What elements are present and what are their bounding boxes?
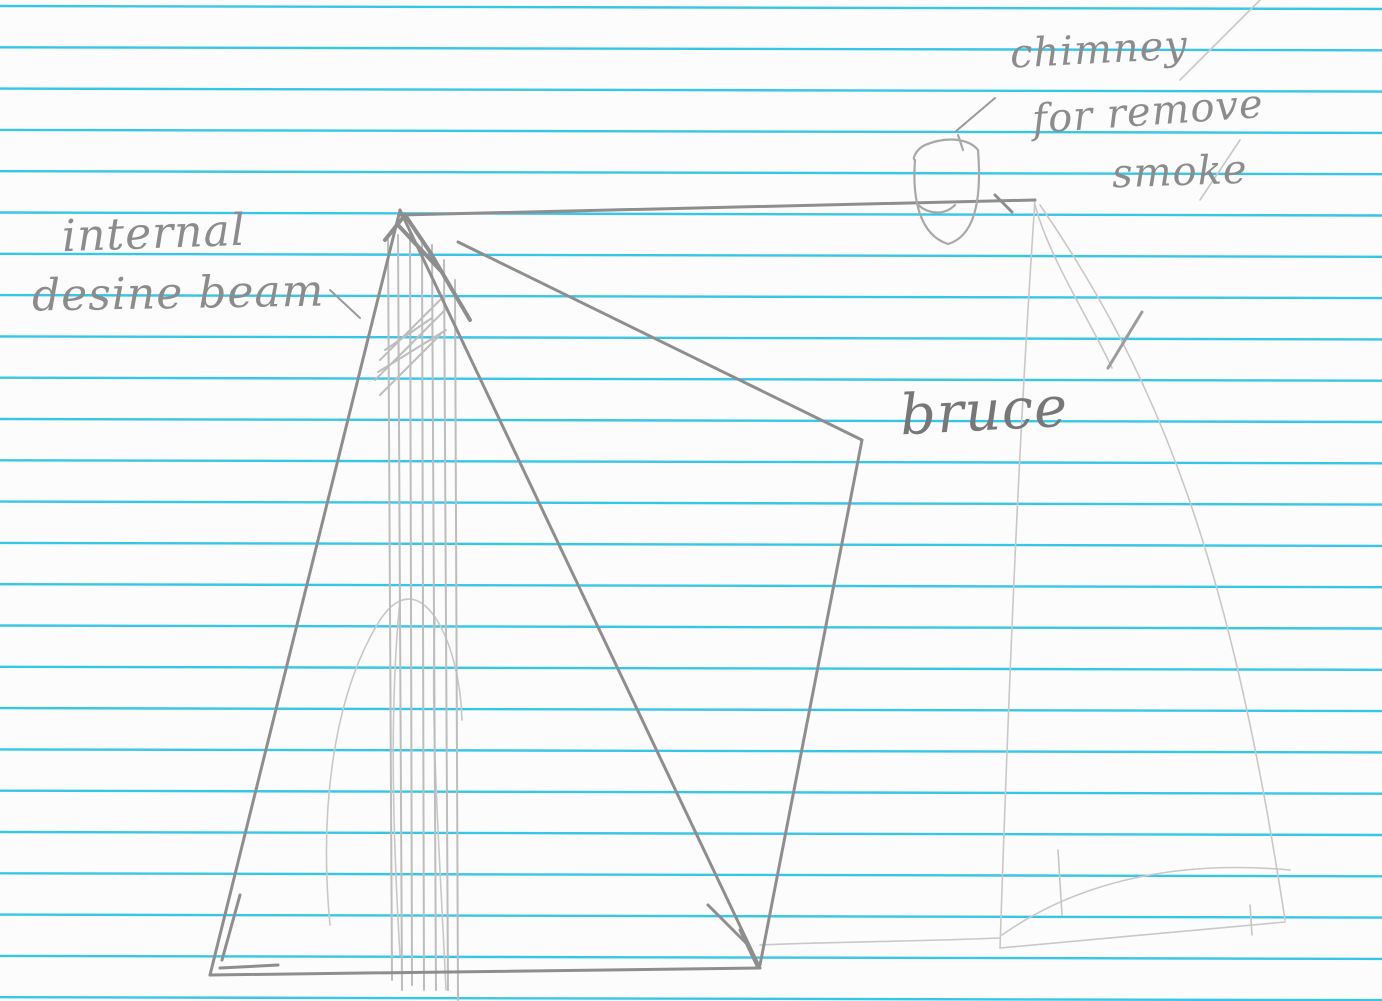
front-vertical-line [760,440,862,965]
base-line [210,968,760,975]
bruce-figure-hint [1058,850,1252,935]
internal-beam-shading [375,232,458,1000]
left-wall-line [210,210,400,975]
internal-beam-label-line2: desine beam [32,269,325,318]
chimney-shape [914,135,979,244]
bruce-label: bruce [899,380,1070,445]
chimney-label-line3: smoke [1111,150,1248,195]
right-slant-line [400,210,760,968]
internal-beam-label-line1: internal [61,209,246,259]
house-outline [210,200,1035,975]
roof-diagonal-line [458,242,862,440]
faint-construction-lines [327,0,1290,990]
chimney-label-line1: chimney [1009,25,1189,74]
